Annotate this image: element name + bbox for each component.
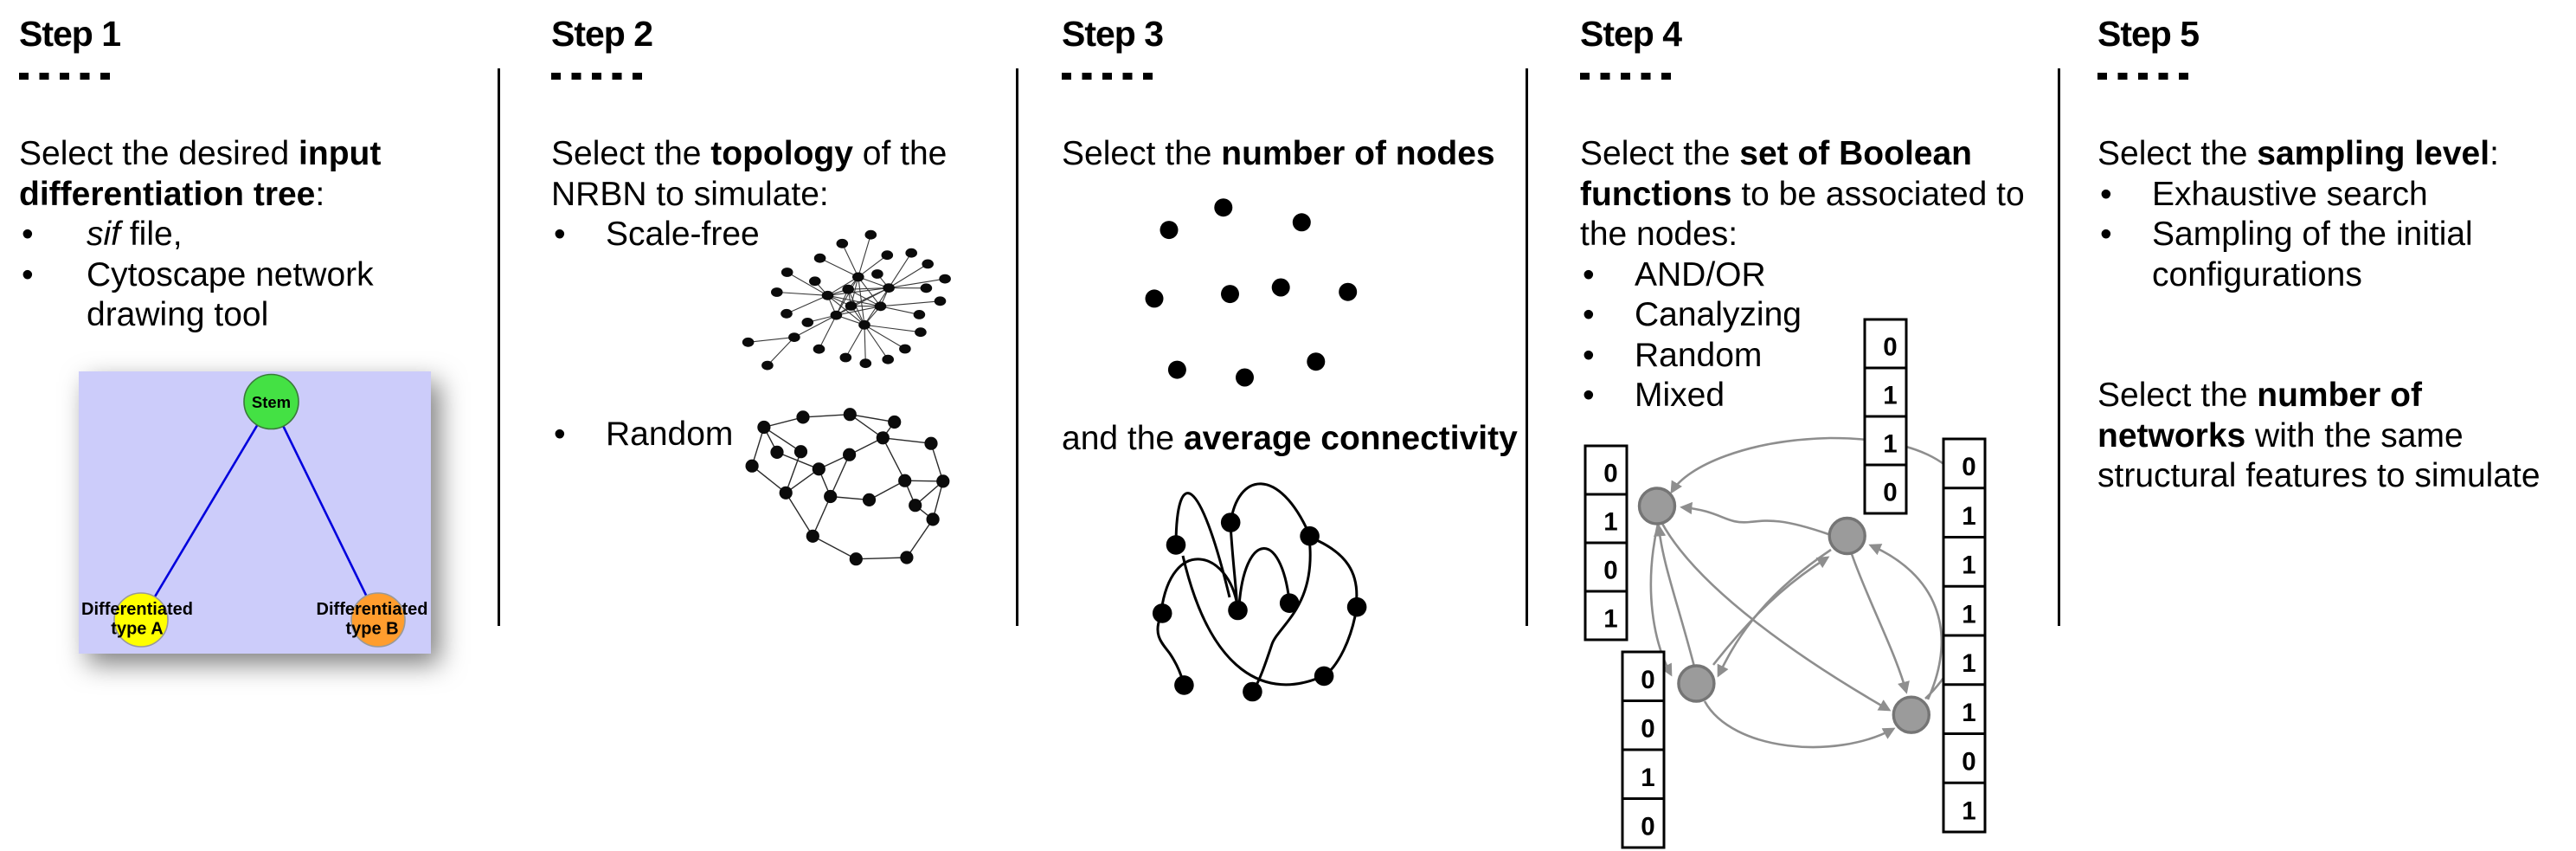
svg-text:1: 1 bbox=[1883, 382, 1897, 410]
svg-text:0: 0 bbox=[1603, 460, 1617, 488]
svg-text:0: 0 bbox=[1641, 666, 1654, 694]
svg-text:1: 1 bbox=[1962, 502, 1975, 531]
svg-text:type B: type B bbox=[345, 620, 398, 639]
svg-text:0: 0 bbox=[1883, 333, 1897, 362]
svg-text:1: 1 bbox=[1962, 551, 1975, 580]
svg-text:Differentiated: Differentiated bbox=[81, 600, 193, 619]
svg-text:0: 0 bbox=[1962, 453, 1975, 481]
svg-text:1: 1 bbox=[1962, 699, 1975, 727]
svg-text:1: 1 bbox=[1883, 430, 1897, 459]
svg-text:0: 0 bbox=[1883, 479, 1897, 507]
svg-text:0: 0 bbox=[1962, 748, 1975, 777]
svg-text:1: 1 bbox=[1603, 605, 1617, 634]
svg-text:0: 0 bbox=[1603, 557, 1617, 585]
svg-text:1: 1 bbox=[1641, 764, 1654, 792]
svg-text:1: 1 bbox=[1962, 649, 1975, 678]
svg-text:type A: type A bbox=[111, 620, 163, 639]
svg-text:1: 1 bbox=[1603, 508, 1617, 537]
svg-text:1: 1 bbox=[1962, 600, 1975, 629]
svg-text:Differentiated: Differentiated bbox=[317, 600, 428, 619]
svg-text:0: 0 bbox=[1641, 812, 1654, 841]
svg-text:Stem: Stem bbox=[252, 393, 291, 411]
svg-text:1: 1 bbox=[1962, 796, 1975, 825]
svg-text:0: 0 bbox=[1641, 714, 1654, 743]
